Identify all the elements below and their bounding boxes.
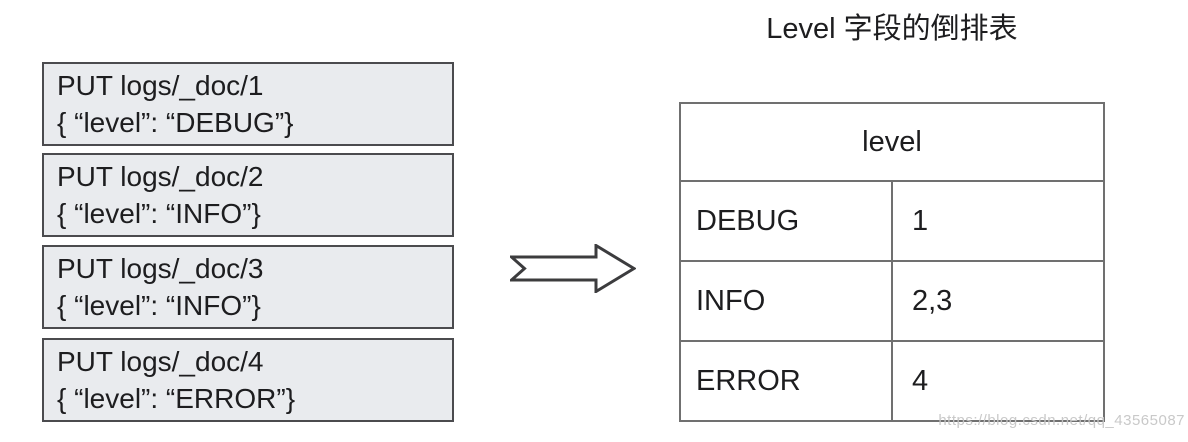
term-cell: INFO — [679, 260, 893, 342]
doc-command: PUT logs/_doc/2 — [57, 161, 264, 192]
doc-body: { “level”: “INFO”} — [57, 198, 261, 229]
doc-command: PUT logs/_doc/1 — [57, 70, 264, 101]
table-row: INFO 2,3 — [679, 260, 1105, 342]
table-header-level: level — [679, 102, 1105, 182]
right-arrow-icon — [510, 244, 636, 293]
doc-command: PUT logs/_doc/4 — [57, 346, 264, 377]
doc-ids-cell: 1 — [891, 180, 1105, 262]
doc-ids-cell: 2,3 — [891, 260, 1105, 342]
doc-box-1: PUT logs/_doc/1 { “level”: “DEBUG”} — [42, 62, 454, 146]
inverted-index-table: level DEBUG 1 INFO 2,3 ERROR 4 — [679, 102, 1105, 422]
term-cell: ERROR — [679, 340, 893, 422]
watermark: https://blog.csdn.net/qq_43565087 — [938, 412, 1185, 429]
doc-box-3: PUT logs/_doc/3 { “level”: “INFO”} — [42, 245, 454, 329]
doc-box-4: PUT logs/_doc/4 { “level”: “ERROR”} — [42, 338, 454, 422]
doc-body: { “level”: “ERROR”} — [57, 383, 296, 414]
diagram-title: Level 字段的倒排表 — [766, 13, 1018, 45]
doc-command: PUT logs/_doc/3 — [57, 253, 264, 284]
table-row: ERROR 4 — [679, 340, 1105, 422]
table-header-row: level — [679, 102, 1105, 182]
doc-box-2: PUT logs/_doc/2 { “level”: “INFO”} — [42, 153, 454, 237]
doc-body: { “level”: “DEBUG”} — [57, 107, 294, 138]
term-cell: DEBUG — [679, 180, 893, 262]
doc-body: { “level”: “INFO”} — [57, 290, 261, 321]
doc-ids-cell: 4 — [891, 340, 1105, 422]
table-row: DEBUG 1 — [679, 180, 1105, 262]
